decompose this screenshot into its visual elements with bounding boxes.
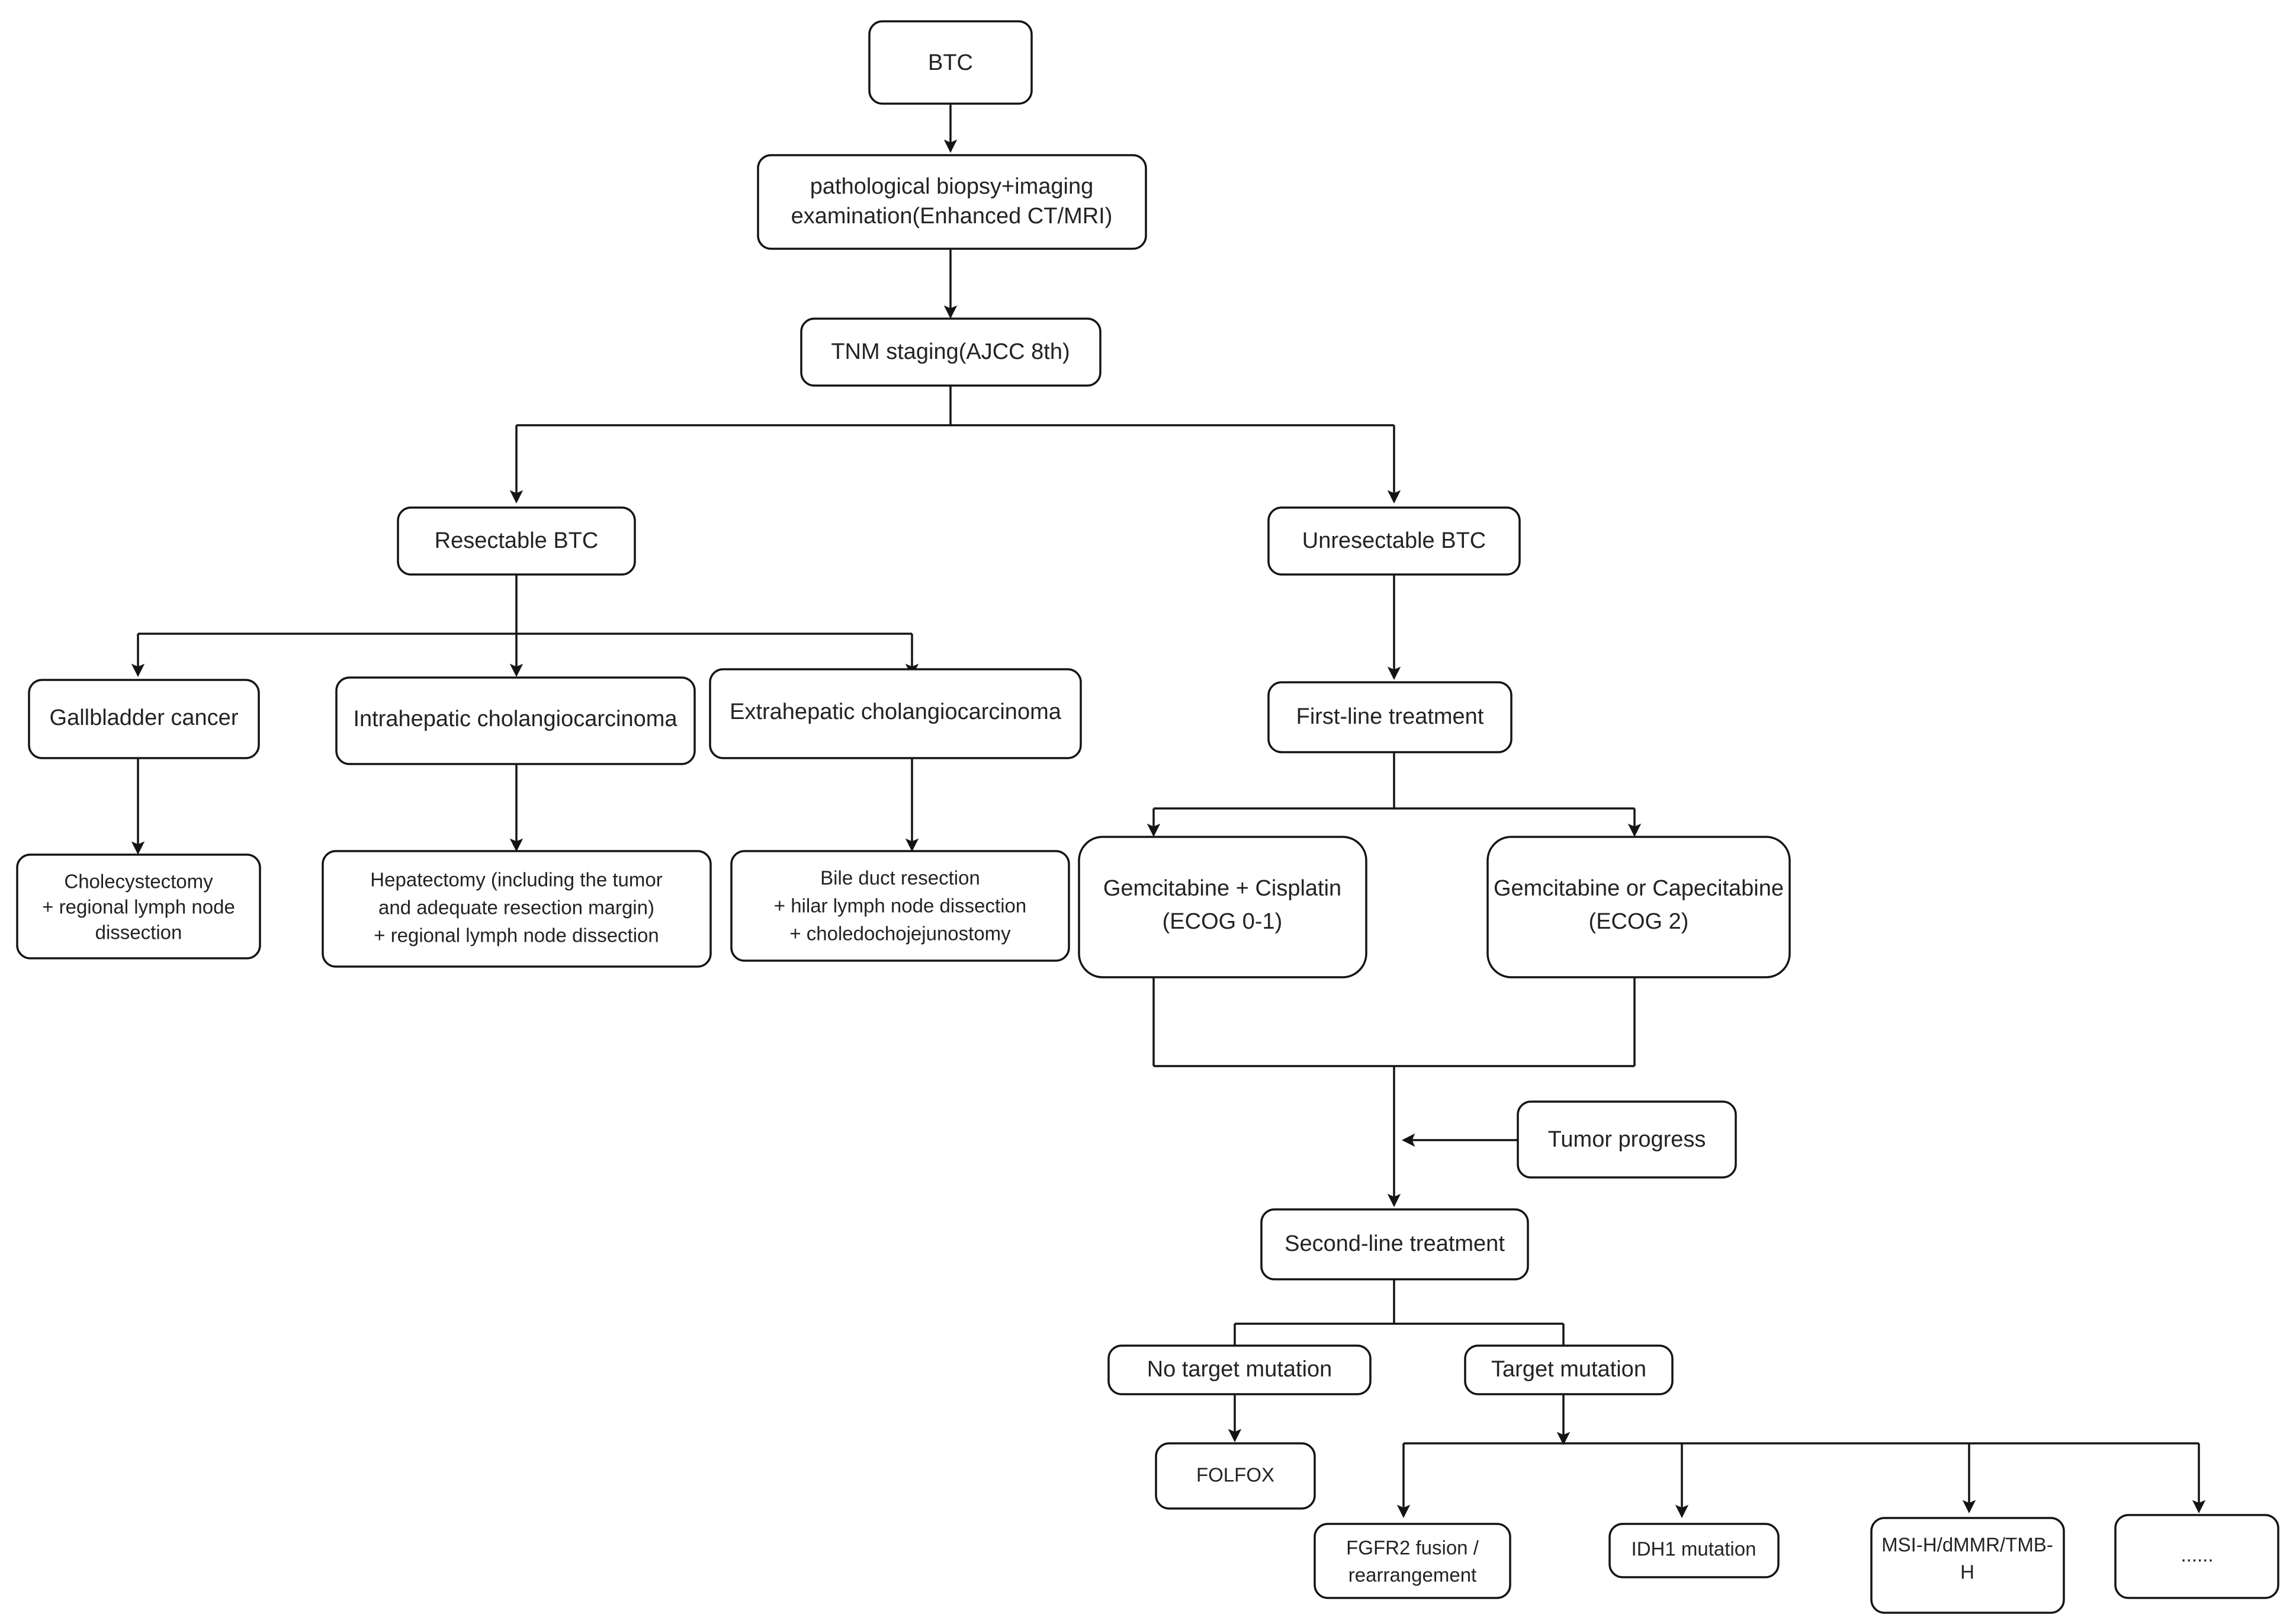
node-bile-duct-line1: Bile duct resection xyxy=(820,867,980,889)
node-gem-cap-line1: Gemcitabine or Capecitabine xyxy=(1494,876,1784,901)
node-fgfr2[interactable]: FGFR2 fusion / rearrangement xyxy=(1314,1523,1511,1599)
node-first-line-label: First-line treatment xyxy=(1296,704,1484,729)
node-intrahepatic[interactable]: Intrahepatic cholangiocarcinoma xyxy=(335,676,696,765)
node-msi[interactable]: MSI-H/dMMR/TMB- H xyxy=(1870,1517,2065,1614)
node-cholecystectomy-line1: Cholecystectomy xyxy=(64,871,213,893)
node-cholecystectomy-line3: dissection xyxy=(95,922,182,943)
node-workup-line2: examination(Enhanced CT/MRI) xyxy=(791,204,1113,229)
node-workup[interactable]: pathological biopsy+imaging examination(… xyxy=(757,154,1147,250)
node-btc-label: BTC xyxy=(928,50,973,75)
node-bile-duct-line2: + hilar lymph node dissection xyxy=(774,895,1027,917)
node-msi-line2: H xyxy=(1960,1561,1974,1583)
node-hepatectomy-line2: and adequate resection margin) xyxy=(378,897,654,919)
node-hepatectomy-line1: Hepatectomy (including the tumor xyxy=(370,869,662,891)
node-resectable[interactable]: Resectable BTC xyxy=(397,506,636,576)
node-gem-cis[interactable]: Gemcitabine + Cisplatin (ECOG 0-1) xyxy=(1078,836,1367,978)
node-bile-duct[interactable]: Bile duct resection + hilar lymph node d… xyxy=(730,850,1070,962)
node-target-label: Target mutation xyxy=(1491,1357,1646,1382)
node-fgfr2-line2: rearrangement xyxy=(1348,1564,1476,1586)
node-bile-duct-line3: + choledochojejunostomy xyxy=(789,923,1011,945)
node-fgfr2-line1: FGFR2 fusion / xyxy=(1346,1537,1479,1559)
edge-layer xyxy=(131,104,2206,1519)
node-second-line-label: Second-line treatment xyxy=(1285,1231,1505,1256)
node-gem-cis-line1: Gemcitabine + Cisplatin xyxy=(1103,876,1341,901)
node-ellipsis[interactable]: ...... xyxy=(2114,1514,2279,1599)
node-hepatectomy-line3: + regional lymph node dissection xyxy=(374,925,659,946)
node-second-line[interactable]: Second-line treatment xyxy=(1260,1208,1529,1280)
node-intrahepatic-label: Intrahepatic cholangiocarcinoma xyxy=(353,707,677,731)
node-resectable-label: Resectable BTC xyxy=(435,528,599,553)
node-gem-cap-line2: (ECOG 2) xyxy=(1589,909,1689,934)
node-idh1-label: IDH1 mutation xyxy=(1632,1538,1756,1560)
node-idh1[interactable]: IDH1 mutation xyxy=(1608,1523,1780,1578)
node-staging[interactable]: TNM staging(AJCC 8th) xyxy=(800,317,1102,387)
node-staging-label: TNM staging(AJCC 8th) xyxy=(831,339,1070,364)
node-tumor-progress-label: Tumor progress xyxy=(1548,1127,1706,1152)
node-gallbladder-label: Gallbladder cancer xyxy=(50,705,239,730)
node-unresectable[interactable]: Unresectable BTC xyxy=(1267,506,1521,576)
node-unresectable-label: Unresectable BTC xyxy=(1302,528,1486,553)
node-gem-cap[interactable]: Gemcitabine or Capecitabine (ECOG 2) xyxy=(1486,836,1791,978)
node-no-target-label: No target mutation xyxy=(1147,1357,1332,1382)
node-first-line[interactable]: First-line treatment xyxy=(1267,681,1513,753)
node-hepatectomy[interactable]: Hepatectomy (including the tumor and ade… xyxy=(322,850,712,968)
node-gem-cis-line2: (ECOG 0-1) xyxy=(1163,909,1283,934)
node-ellipsis-label: ...... xyxy=(2181,1544,2213,1566)
node-folfox-label: FOLFOX xyxy=(1196,1464,1274,1486)
node-tumor-progress[interactable]: Tumor progress xyxy=(1517,1100,1737,1179)
node-folfox[interactable]: FOLFOX xyxy=(1155,1442,1316,1510)
node-gallbladder[interactable]: Gallbladder cancer xyxy=(28,679,260,759)
node-target[interactable]: Target mutation xyxy=(1464,1344,1674,1395)
node-msi-line1: MSI-H/dMMR/TMB- xyxy=(1881,1534,2053,1556)
node-extrahepatic[interactable]: Extrahepatic cholangiocarcinoma xyxy=(709,668,1082,759)
node-cholecystectomy-line2: + regional lymph node xyxy=(42,896,235,918)
node-no-target[interactable]: No target mutation xyxy=(1107,1344,1372,1395)
node-btc[interactable]: BTC xyxy=(868,20,1033,105)
node-workup-line1: pathological biopsy+imaging xyxy=(810,174,1094,199)
node-extrahepatic-label: Extrahepatic cholangiocarcinoma xyxy=(730,699,1062,724)
node-layer: BTC pathological biopsy+imaging examinat… xyxy=(16,20,2279,1614)
node-cholecystectomy[interactable]: Cholecystectomy + regional lymph node di… xyxy=(16,853,261,959)
